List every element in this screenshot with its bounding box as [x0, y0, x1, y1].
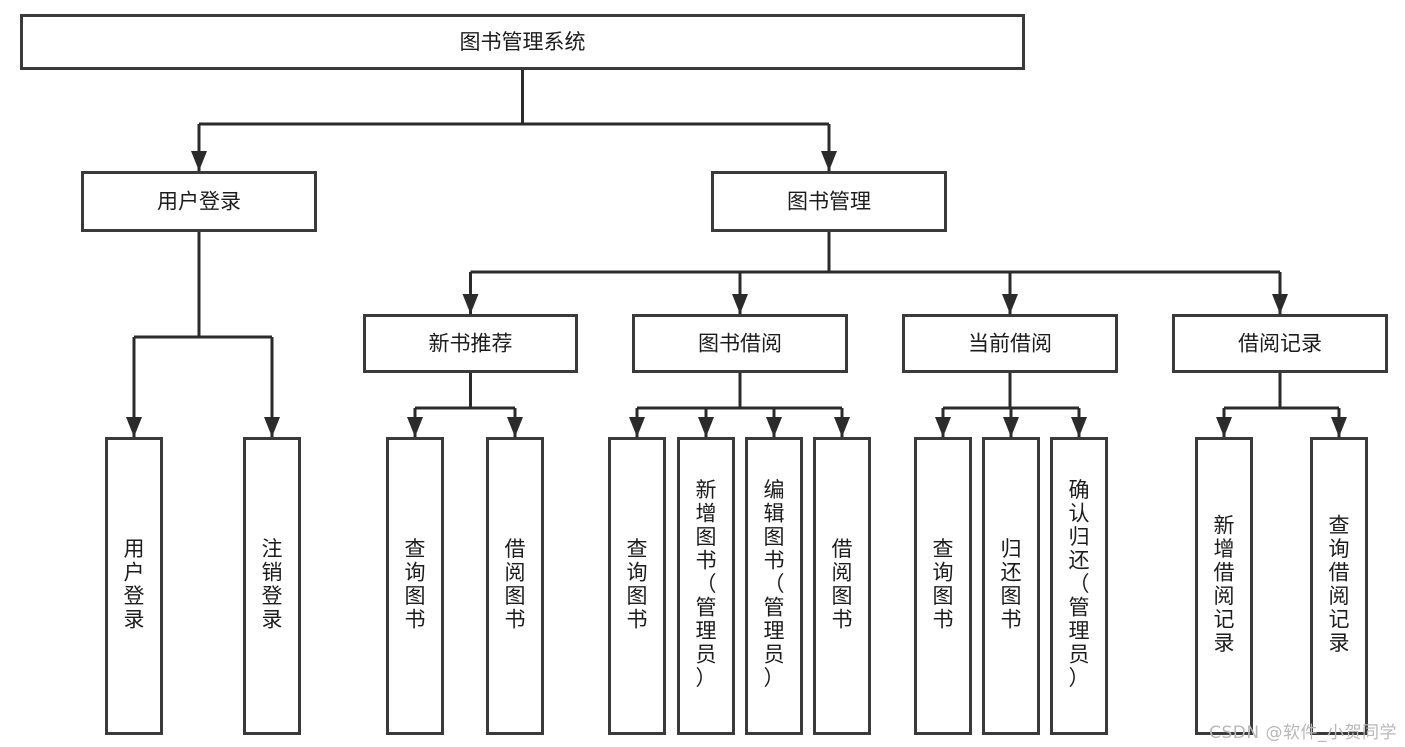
arrow-head-icon: [462, 294, 479, 314]
arrow-head-icon: [1331, 417, 1347, 437]
arrow-head-icon: [507, 417, 523, 437]
node-label: 注销登录: [262, 537, 283, 632]
node-label: 借阅记录: [1238, 332, 1322, 356]
node-label: 图书管理系统: [460, 30, 586, 54]
leaf-leaf-query-book-cur[interactable]: 查询图书: [914, 437, 972, 735]
node-borrow-record[interactable]: 借阅记录: [1172, 314, 1388, 373]
node-label: 确认归还（管理员）: [1069, 478, 1090, 690]
arrow-head-icon: [935, 417, 951, 437]
leaf-leaf-query-book-borrow[interactable]: 查询图书: [608, 437, 666, 735]
csdn-watermark: CSDN @软件_小贺同学: [1209, 723, 1397, 743]
arrow-head-icon: [191, 151, 207, 171]
node-label: 图书管理: [787, 190, 871, 214]
leaf-leaf-query-book-rec[interactable]: 查询图书: [386, 437, 444, 735]
node-user-login[interactable]: 用户登录: [81, 171, 317, 232]
node-label: 当前借阅: [968, 332, 1052, 356]
connectors-layer: [126, 70, 1347, 437]
arrow-head-icon: [821, 151, 837, 171]
arrow-head-icon: [1216, 417, 1232, 437]
leaf-leaf-user-login[interactable]: 用户登录: [105, 437, 163, 735]
arrow-head-icon: [1272, 294, 1288, 314]
node-label: 查询图书: [933, 537, 954, 632]
node-label: 查询借阅记录: [1329, 513, 1350, 655]
node-current-borrow[interactable]: 当前借阅: [902, 314, 1118, 373]
arrow-head-icon: [732, 294, 748, 314]
node-book-manage[interactable]: 图书管理: [711, 171, 947, 232]
leaf-leaf-edit-book[interactable]: 编辑图书（管理员）: [745, 437, 803, 735]
node-label: 新书推荐: [429, 332, 513, 356]
arrow-head-icon: [264, 417, 280, 437]
node-label: 编辑图书（管理员）: [764, 478, 785, 690]
boxes-layer: 图书管理系统用户登录图书管理新书推荐图书借阅当前借阅借阅记录用户登录注销登录查询…: [20, 14, 1388, 735]
arrow-head-icon: [1002, 294, 1018, 314]
leaf-leaf-confirm-return[interactable]: 确认归还（管理员）: [1050, 437, 1108, 735]
arrow-head-icon: [1071, 417, 1087, 437]
arrow-head-icon: [698, 417, 714, 437]
leaf-leaf-user-logout[interactable]: 注销登录: [243, 437, 301, 735]
node-book-borrow[interactable]: 图书借阅: [632, 314, 848, 373]
leaf-leaf-return-book[interactable]: 归还图书: [982, 437, 1040, 735]
arrow-head-icon: [126, 417, 142, 437]
node-label: 归还图书: [1001, 537, 1022, 632]
leaf-leaf-borrow-book-rec[interactable]: 借阅图书: [486, 437, 544, 735]
arrow-head-icon: [766, 417, 782, 437]
node-label: 用户登录: [124, 537, 145, 632]
node-label: 新增图书（管理员）: [696, 478, 717, 690]
node-label: 借阅图书: [505, 537, 526, 632]
node-label: 新增借阅记录: [1214, 513, 1235, 655]
arrow-head-icon: [407, 417, 423, 437]
node-new-book-rec[interactable]: 新书推荐: [363, 314, 578, 373]
arrow-head-icon: [1003, 417, 1019, 437]
node-label: 借阅图书: [832, 537, 853, 632]
node-label: 查询图书: [627, 537, 648, 632]
arrow-head-icon: [834, 417, 850, 437]
node-label: 用户登录: [157, 190, 241, 214]
node-label: 图书借阅: [698, 332, 782, 356]
leaf-leaf-add-record[interactable]: 新增借阅记录: [1195, 437, 1253, 735]
node-root[interactable]: 图书管理系统: [20, 14, 1025, 70]
arrow-head-icon: [629, 417, 645, 437]
leaf-leaf-add-book[interactable]: 新增图书（管理员）: [677, 437, 735, 735]
leaf-leaf-borrow-book[interactable]: 借阅图书: [813, 437, 871, 735]
leaf-leaf-query-record[interactable]: 查询借阅记录: [1310, 437, 1368, 735]
node-label: 查询图书: [405, 537, 426, 632]
